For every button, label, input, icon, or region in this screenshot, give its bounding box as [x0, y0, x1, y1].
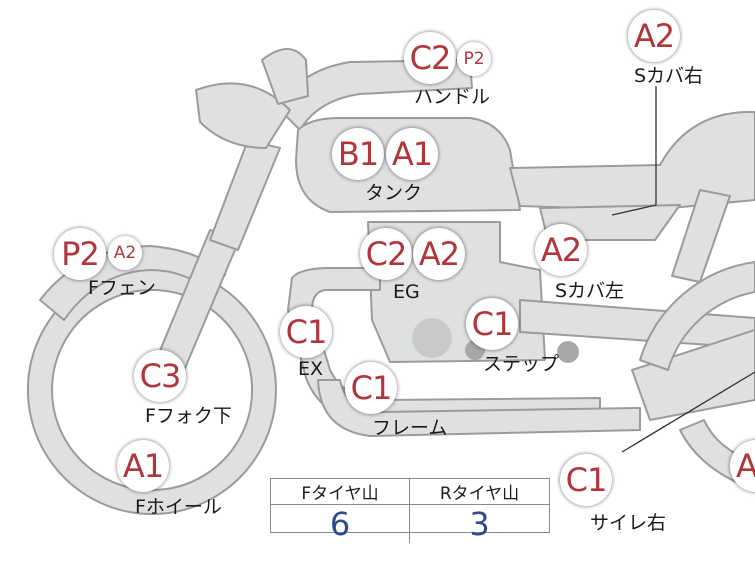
tire-tread-table: Fタイヤ山 Rタイヤ山 6 3: [270, 478, 550, 543]
side-cover-right-label: Sカバ右: [634, 65, 704, 87]
exhaust-grade: C1: [280, 306, 332, 358]
step-grade: C1: [466, 298, 518, 350]
front-wheel: [26, 265, 277, 515]
tank-grade-b1: B1: [332, 128, 384, 180]
tank-grade-a1: A1: [386, 128, 438, 180]
side-cover-right-grade: A2: [628, 10, 680, 62]
seat: [509, 110, 755, 211]
handle-grade-c2: C2: [404, 32, 456, 84]
headlight: [195, 82, 291, 149]
headlight-cap: [261, 48, 309, 105]
muffler-grade: C1: [560, 454, 612, 506]
engine-label: EG: [393, 281, 420, 303]
frame-down-tube: [209, 139, 281, 251]
leader-scover-right: [611, 86, 657, 216]
engine-grade-a2: A2: [413, 228, 465, 280]
frame-label: フレーム: [372, 417, 448, 439]
frame-grade: C1: [345, 362, 397, 414]
tank-label: タンク: [365, 182, 423, 204]
fork-grade: C3: [134, 350, 186, 402]
muffler-label: サイレ右: [590, 512, 667, 534]
front-tire-header: Fタイヤ山: [271, 479, 410, 505]
leader-muffler: [621, 371, 755, 453]
engine-cover: [412, 318, 452, 358]
wheel-label: Fホイール: [135, 496, 222, 518]
wheel-grade: A1: [117, 440, 169, 492]
rear-tire-value: 3: [469, 505, 490, 543]
rear-strut: [671, 189, 731, 283]
rear-wheel: [639, 261, 755, 371]
side-cover-left-grade: A2: [535, 224, 587, 276]
rear-tire-header: Rタイヤ山: [410, 479, 549, 505]
rear-grade-partial: A: [730, 440, 755, 492]
fender-label: Fフェン: [88, 277, 156, 299]
exhaust-label: EX: [298, 358, 324, 380]
engine-grade-c2: C2: [360, 228, 412, 280]
side-cover-left-label: Sカバ左: [555, 280, 625, 302]
step-peg-right: [557, 341, 579, 363]
handle-grade-p2: P2: [457, 42, 491, 76]
muffler: [631, 329, 755, 421]
fork-label: Fフォク下: [145, 405, 232, 427]
fender-grade-a2: A2: [108, 236, 142, 270]
front-tire-value: 6: [271, 505, 410, 543]
handle-label: ハンドル: [414, 86, 491, 108]
fender-grade-p2: P2: [54, 228, 106, 280]
step-label: ステップ: [483, 353, 560, 375]
